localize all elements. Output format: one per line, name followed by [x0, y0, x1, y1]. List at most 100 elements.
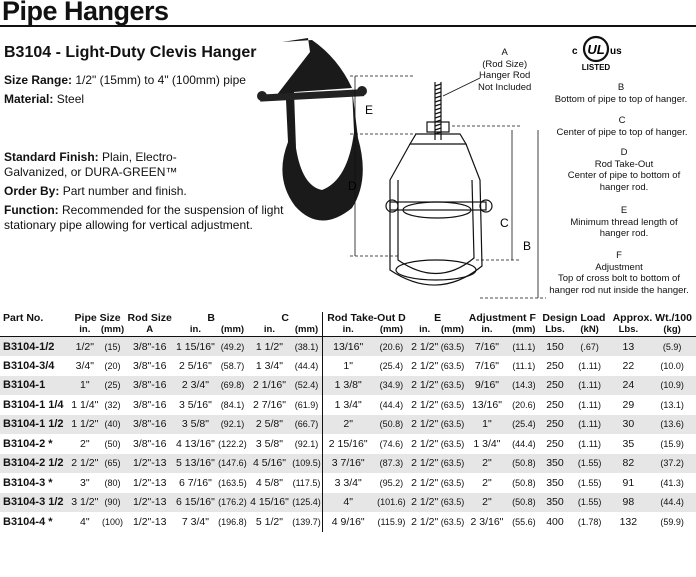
order-label: Order By:: [4, 184, 60, 198]
table-cell: 2 15/16": [322, 434, 374, 454]
part-number-cell: B3104-3 1/2: [0, 492, 70, 512]
order-by: Order By: Part number and finish.: [4, 184, 187, 199]
table-cell: 1": [465, 414, 509, 434]
table-cell: 7/16": [465, 336, 509, 356]
annotation-f-line1: F: [616, 250, 622, 261]
table-cell: 1 3/4": [255, 359, 284, 372]
subheader-cell: (mm): [508, 324, 540, 337]
table-cell: 2 1/2": [409, 453, 440, 473]
table-cell: (50.8): [508, 492, 540, 512]
table-cell: 7 3/4": [181, 515, 209, 528]
table-cell: (50.8): [512, 477, 536, 488]
table-cell: (.67): [570, 336, 609, 356]
table-cell: (63.5): [439, 492, 466, 512]
subheader-cell: in.: [465, 324, 509, 337]
table-cell: 98: [608, 492, 649, 512]
dim-letter-d: D: [348, 179, 357, 193]
table-cell: (58.7): [220, 360, 245, 371]
subheader-cell: (mm): [290, 324, 323, 337]
subheader-cell: (mm): [439, 324, 466, 337]
table-cell: 2 1/2": [69, 453, 100, 473]
table-cell: 3 3/4": [322, 473, 374, 493]
table-cell: (59.9): [660, 516, 684, 527]
header-c: C: [281, 312, 289, 324]
table-cell: 6 15/16": [174, 492, 217, 512]
annotation-f-line4: hanger rod nut inside the hanger.: [549, 284, 689, 296]
dim-letter-c: C: [500, 216, 509, 230]
table-cell: 1/2": [69, 336, 100, 356]
subheader-cell: (kN): [570, 324, 609, 337]
subheader-cell: Lbs.: [539, 324, 571, 337]
annotation-b: B Bottom of pipe to top of hanger.: [548, 82, 694, 105]
part-number-cell: B3104-2 1/2: [0, 453, 70, 473]
table-cell: 132: [619, 515, 638, 528]
table-cell: 1/2"-13: [125, 492, 175, 512]
table-cell: (44.4): [379, 399, 404, 410]
table-cell: 4 15/16": [248, 492, 291, 512]
part-number-cell: B3104-1: [0, 375, 70, 395]
dimension-lines: [350, 75, 546, 299]
table-cell: (176.2): [216, 492, 249, 512]
annotation-e-line1: E: [620, 205, 628, 216]
size-range-label: Size Range:: [4, 73, 73, 87]
specifications-table: Part No. Pipe Size Rod Size B C Rod Take…: [0, 312, 696, 532]
subheader-cell: in.: [69, 324, 100, 337]
logo-c: c: [572, 46, 578, 57]
table-cell: (50.8): [373, 414, 410, 434]
table-cell: 3/4": [75, 359, 94, 372]
material-label: Material:: [4, 92, 54, 106]
annotation-c-line2: Center of pipe to top of hanger.: [556, 126, 688, 138]
table-cell: (84.1): [220, 399, 245, 410]
table-cell: 2": [465, 492, 509, 512]
table-cell: (44.4): [512, 438, 536, 449]
table-cell: (87.3): [373, 453, 410, 473]
table-cell: (95.2): [379, 477, 404, 488]
table-cell: (15.9): [660, 438, 684, 449]
subheader-cell: A: [125, 324, 175, 337]
header-pipe-size: Pipe Size: [74, 312, 121, 324]
subheader-cell: Lbs.: [608, 324, 649, 337]
part-number-cell: B3104-1 1/4: [3, 398, 64, 411]
table-cell: 2 7/16": [253, 398, 286, 411]
annotation-a: A (Rod Size) Hanger Rod Not Included: [478, 47, 531, 93]
table-cell: 6 7/16": [178, 476, 212, 489]
table-cell: 13: [608, 336, 649, 356]
table-cell: 7/16": [474, 359, 500, 372]
table-cell: 250: [546, 398, 564, 411]
table-cell: (61.9): [294, 399, 319, 410]
table-cell: (5.9): [648, 336, 696, 356]
subheader-cell: in.: [174, 324, 217, 337]
size-range-value: 1/2" (15mm) to 4" (100mm) pipe: [75, 73, 246, 87]
table-cell: (69.8): [216, 375, 249, 395]
table-cell: 2 1/2": [411, 398, 439, 411]
table-cell: 1": [322, 356, 374, 376]
part-number-cell: B3104-4 *: [3, 515, 53, 528]
table-cell: (63.5): [439, 453, 466, 473]
header-design-load: Design Load: [542, 312, 606, 324]
table-cell: 4 13/16": [176, 437, 215, 450]
table-cell: (11.1): [512, 360, 536, 371]
part-number-cell: B3104-3/4: [3, 359, 55, 372]
table-cell: 350: [539, 453, 571, 473]
table-cell: 2": [482, 476, 492, 489]
table-cell: (1.11): [570, 414, 609, 434]
part-number-cell: B3104-2 *: [3, 437, 53, 450]
table-cell: 3/8"-16: [132, 359, 167, 372]
hanger-photo: [257, 38, 367, 221]
table-cell: 3": [80, 476, 90, 489]
table-cell: (80): [104, 477, 121, 488]
table-cell: (1.55): [577, 477, 602, 488]
table-cell: (37.2): [648, 453, 696, 473]
table-cell: (117.5): [292, 477, 321, 488]
ul-listed-logo: c UL us LISTED: [572, 35, 622, 72]
table-cell: (196.8): [218, 516, 247, 527]
logo-listed: LISTED: [582, 63, 611, 72]
size-range: Size Range: 1/2" (15mm) to 4" (100mm) pi…: [4, 73, 246, 88]
table-cell: (15): [99, 336, 126, 356]
